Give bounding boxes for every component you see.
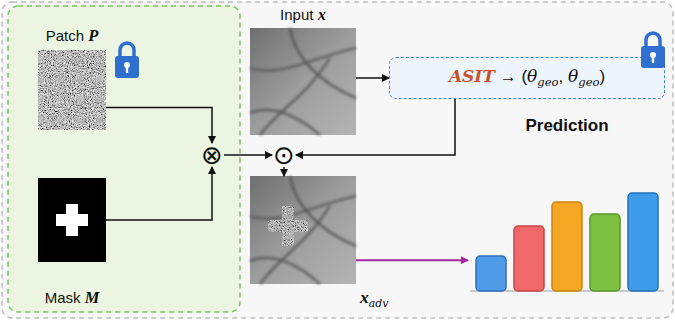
node-label: Input x bbox=[280, 5, 326, 25]
node-label: xadv bbox=[360, 287, 388, 310]
transform-box: ASIT → (θgeo, θgeo) bbox=[389, 57, 665, 99]
node-label: Patch P bbox=[46, 26, 99, 46]
mask-image: Mask M bbox=[38, 178, 106, 262]
connector-arrow bbox=[356, 77, 389, 79]
text-run: adv bbox=[369, 297, 389, 310]
prediction-chart: Prediction bbox=[468, 116, 666, 292]
connector-arrow bbox=[356, 259, 468, 261]
adversarial-image bbox=[250, 176, 356, 284]
connector-arrow bbox=[106, 108, 212, 143]
text-run: x bbox=[318, 5, 326, 24]
text-run: ASIT bbox=[449, 66, 495, 86]
text-run: geo bbox=[537, 75, 558, 89]
apply-operator: ⊙ bbox=[272, 143, 296, 167]
connector-arrow bbox=[296, 99, 455, 155]
text-run: θ bbox=[527, 66, 537, 86]
node-label: ⊗ bbox=[201, 143, 223, 167]
connector-arrow bbox=[283, 167, 285, 176]
text-run: x bbox=[360, 287, 369, 307]
multiply-operator: ⊗ bbox=[200, 143, 224, 167]
node-label: Prediction bbox=[525, 116, 608, 136]
noise-patch bbox=[38, 50, 106, 130]
text-run: M bbox=[85, 288, 100, 307]
node-label: ⊙ bbox=[273, 143, 295, 167]
patch-image: Patch P bbox=[38, 50, 106, 130]
patch-group bbox=[8, 6, 240, 312]
text-run: geo bbox=[578, 75, 599, 89]
lock-icon bbox=[115, 43, 139, 78]
node-label: ASIT → (θgeo, θgeo) bbox=[449, 66, 605, 90]
input-image: Input x bbox=[250, 28, 356, 135]
text-run: θ bbox=[568, 66, 578, 86]
palm-image bbox=[250, 28, 356, 135]
bar-chart bbox=[470, 193, 664, 291]
node-label: Mask M bbox=[45, 288, 100, 308]
connector-arrow bbox=[106, 167, 212, 220]
connector-arrow bbox=[224, 154, 272, 156]
mask-image bbox=[38, 178, 106, 262]
text-run: P bbox=[88, 26, 98, 45]
adversarial-image: xadv bbox=[250, 176, 356, 284]
lock-icon bbox=[641, 33, 665, 68]
